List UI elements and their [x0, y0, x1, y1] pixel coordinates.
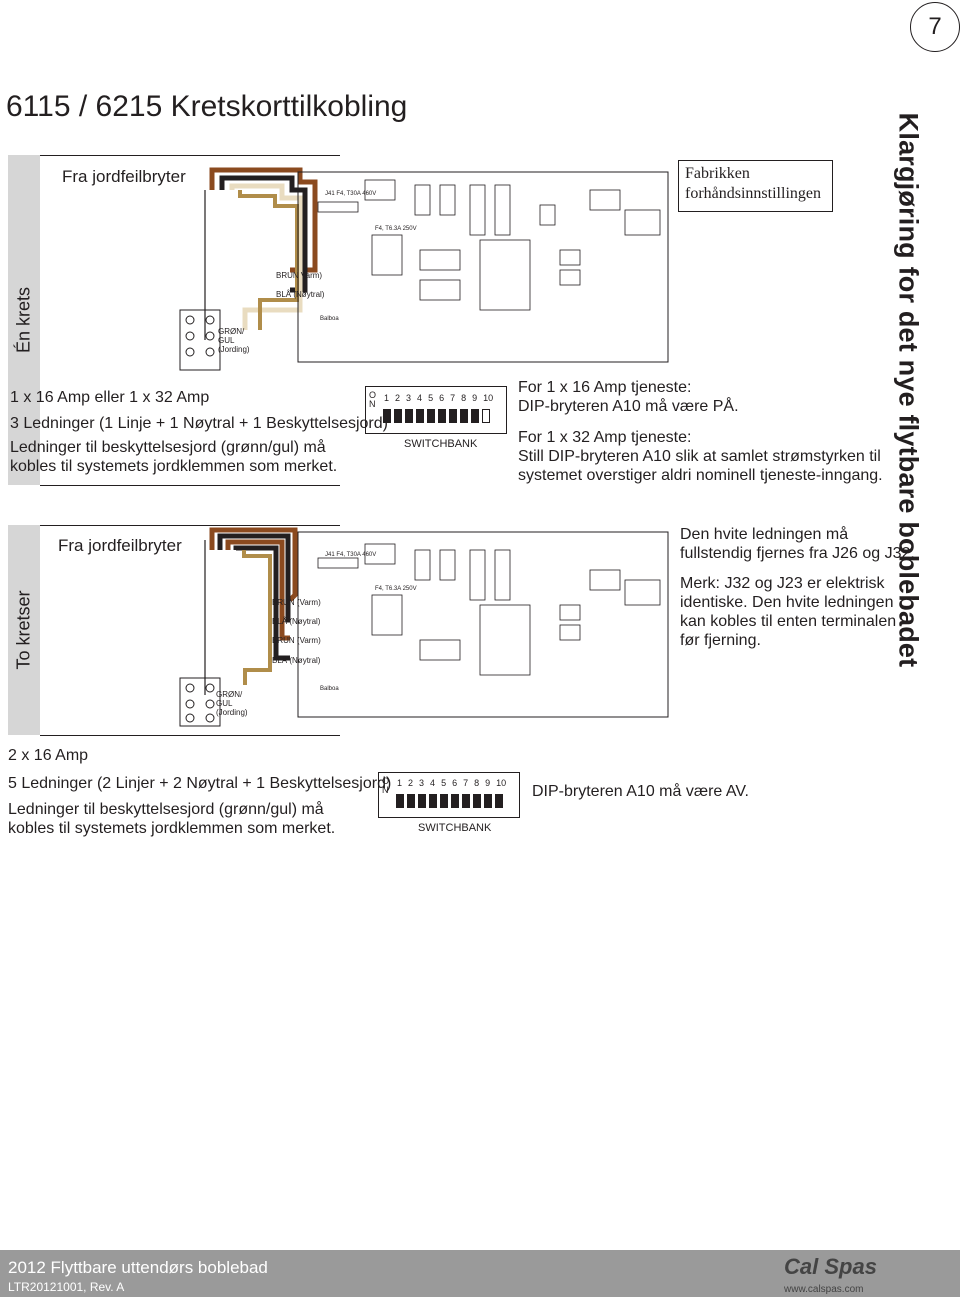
footer-url[interactable]: www.calspas.com: [784, 1284, 864, 1295]
wires-line-two: 5 Ledninger (2 Linjer + 2 Nøytral + 1 Be…: [8, 775, 392, 792]
brown-wire-label-two-a: BRUN (Varm): [272, 598, 321, 607]
wires-line-one: 3 Ledninger (1 Linje + 1 Nøytral + 1 Bes…: [10, 415, 388, 432]
blue-wire-label-one: BLÅ (Nøytral): [276, 290, 325, 299]
blue-wire-label-two-b: BLÅ (Nøytral): [272, 656, 321, 665]
brown-wire-label-one: BRUN Varm): [276, 271, 323, 280]
ground-label-one: GRØN/GUL(Jording): [218, 327, 250, 354]
gfci-label-two: Fra jordfeilbryter: [58, 536, 182, 555]
ground-note-two: Ledninger til beskyttelsesjord (grønn/gu…: [8, 801, 336, 837]
brown-wire-label-two-b: BRUN (Varm): [272, 636, 321, 645]
svg-text:J41 F4, T30A 460V: J41 F4, T30A 460V: [325, 191, 376, 197]
svg-text:F4, T6.3A 250V: F4, T6.3A 250V: [375, 226, 417, 232]
svg-text:F4, T6.3A 250V: F4, T6.3A 250V: [375, 586, 417, 592]
svg-text:J41 F4, T30A 460V: J41 F4, T30A 460V: [325, 552, 376, 558]
svc16-note: For 1 x 16 Amp tjeneste:DIP-bryteren A10…: [518, 379, 739, 415]
single-circuit-bar: Én krets: [8, 155, 40, 485]
page-number: 7: [910, 2, 960, 52]
dual-circuit-bar: To kretser: [8, 525, 40, 735]
footer-revision: LTR20121001, Rev. A: [8, 1280, 125, 1294]
amp-line-one: 1 x 16 Amp eller 1 x 32 Amp: [10, 389, 210, 406]
gfci-label-one: Fra jordfeilbryter: [62, 167, 186, 186]
ground-note-one: Ledninger til beskyttelsesjord (grønn/gu…: [10, 439, 338, 475]
footer-title: 2012 Flyttbare uttendørs boblebad: [8, 1258, 268, 1277]
page-title: 6115 / 6215 Kretskorttilkobling: [6, 90, 408, 123]
blue-wire-label-two-a: BLÅ (Nøytral): [272, 617, 321, 626]
svg-text:Balboa: Balboa: [320, 316, 339, 322]
footer-bar: [0, 1250, 960, 1297]
svg-text:Balboa: Balboa: [320, 686, 339, 692]
wiring-diagram-two: J41 F4, T30A 460V F4, T6.3A 250V Balboa: [179, 527, 669, 727]
wiring-diagram-one: J41 F4, T30A 460V F4, T6.3A 250V Balboa: [179, 167, 669, 371]
ground-label-two: GRØN/GUL(Jording): [216, 690, 248, 717]
switchbank-label-two: SWITCHBANK: [418, 822, 492, 834]
calspas-logo: Cal Spas: [784, 1254, 877, 1279]
dip-off-note: DIP-bryteren A10 må være AV.: [532, 783, 749, 800]
svc32-note: For 1 x 32 Amp tjeneste:Still DIP-bryter…: [518, 429, 883, 484]
switchbank-label-one: SWITCHBANK: [404, 438, 478, 450]
amp-line-two: 2 x 16 Amp: [8, 747, 89, 764]
